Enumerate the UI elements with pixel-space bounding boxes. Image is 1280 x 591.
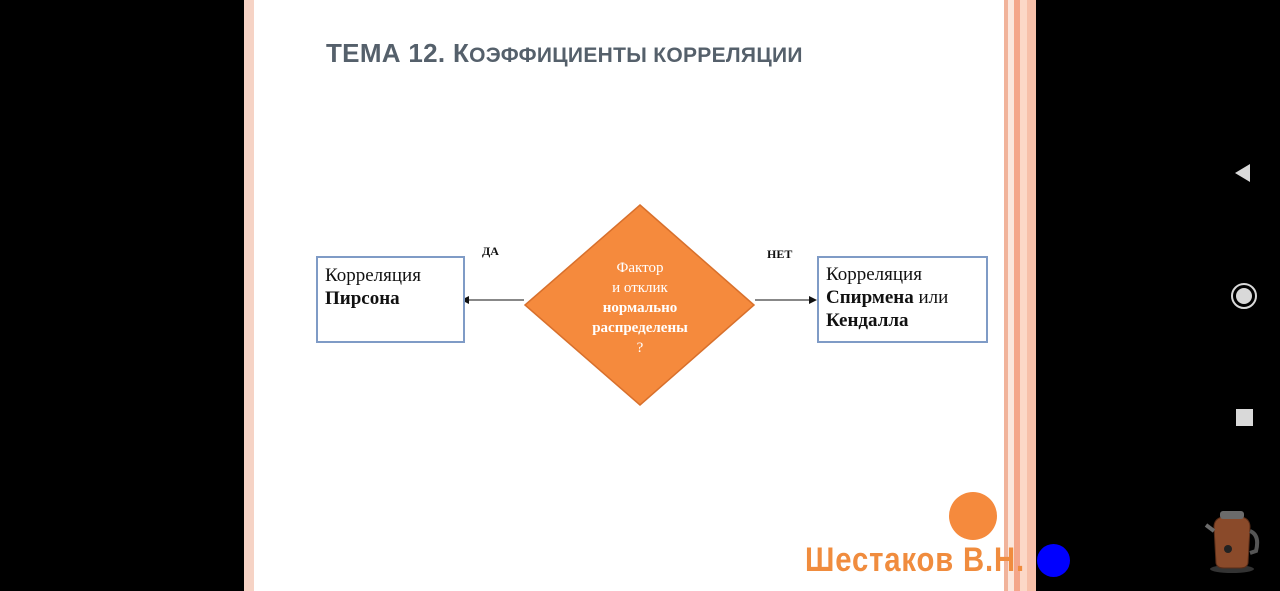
blue-dot: [1037, 544, 1070, 577]
diamond-line1: Фактор: [616, 260, 664, 276]
home-icon[interactable]: [1230, 282, 1258, 315]
decor-circle: [949, 492, 997, 540]
recents-icon[interactable]: [1235, 408, 1255, 433]
title-rest: ОЭФФИЦИЕНТЫ КОРРЕЛЯЦИИ: [469, 44, 803, 67]
spearman-line2-rest: или: [913, 287, 949, 308]
diamond-line5: ?: [636, 340, 644, 356]
slide-title: ТЕМА 12. КОЭФФИЦИЕНТЫ КОРРЕЛЯЦИИ: [326, 38, 803, 69]
diamond-line2: и отклик: [612, 280, 668, 296]
no-label: НЕТ: [767, 247, 793, 261]
spearman-line3: Кендалла: [826, 310, 909, 331]
slide-left-border: [244, 0, 254, 591]
yes-label: ДА: [482, 244, 499, 258]
title-prefix: ТЕМА 12. К: [326, 38, 470, 68]
pearson-line2: Пирсона: [325, 288, 400, 309]
slide-right-border: [1000, 0, 1036, 591]
spearman-line2-bold: Спирмена: [826, 287, 914, 308]
spearman-box: Корреляция Спирмена или Кендалла: [817, 256, 988, 343]
pearson-box: Корреляция Пирсона: [316, 256, 465, 343]
kettle-icon[interactable]: [1202, 505, 1262, 580]
author-signature: Шестаков В.Н.: [805, 541, 1025, 579]
pearson-line1: Корреляция: [325, 265, 421, 286]
decision-diamond: [523, 204, 756, 406]
diamond-line4: распределены: [592, 320, 688, 336]
spearman-line1: Корреляция: [826, 264, 922, 285]
diamond-line3: нормально: [602, 300, 678, 316]
back-icon[interactable]: [1232, 162, 1254, 189]
spearman-line2: Спирмена или: [826, 286, 979, 309]
diamond-text: Фактор и отклик нормально распределены ?: [560, 258, 720, 358]
